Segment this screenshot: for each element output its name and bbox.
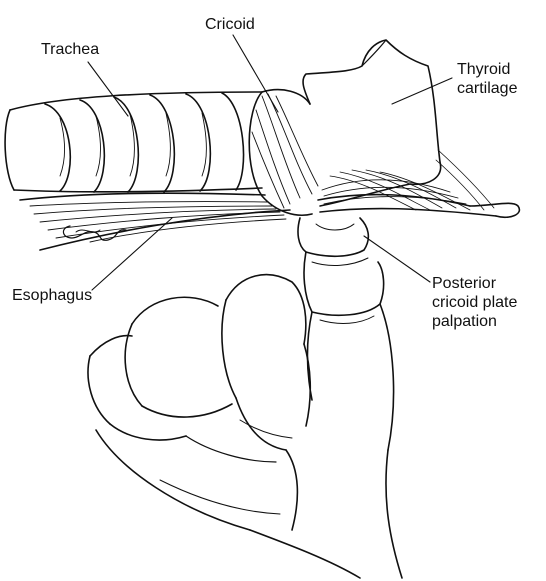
leader-cricoid [233,35,278,112]
thyroid-label-line-1: Thyroid [457,60,517,79]
leader-trachea [88,62,128,116]
trachea-drawing [5,92,262,192]
posterior-label-line-1: Posterior [432,274,517,293]
leader-thyroid [392,78,452,104]
leader-posterior [364,236,430,282]
thyroid-cartilage-label: Thyroid cartilage [457,60,517,98]
trachea-label-text: Trachea [41,40,99,59]
posterior-label-line-2: cricoid plate [432,293,517,312]
posterior-label-line-3: palpation [432,312,517,331]
thyroid-label-line-2: cartilage [457,79,517,98]
trachea-label: Trachea [41,40,99,59]
esophagus-label-text: Esophagus [12,286,92,305]
cricoid-label: Cricoid [205,15,255,34]
hand-drawing [88,218,402,578]
esophagus-drawing [20,193,290,250]
leader-lines [88,35,452,290]
cricoid-label-text: Cricoid [205,15,255,34]
cricoid-drawing [249,90,318,216]
posterior-cricoid-plate-palpation-label: Posterior cricoid plate palpation [432,274,517,331]
esophagus-label: Esophagus [12,286,92,305]
